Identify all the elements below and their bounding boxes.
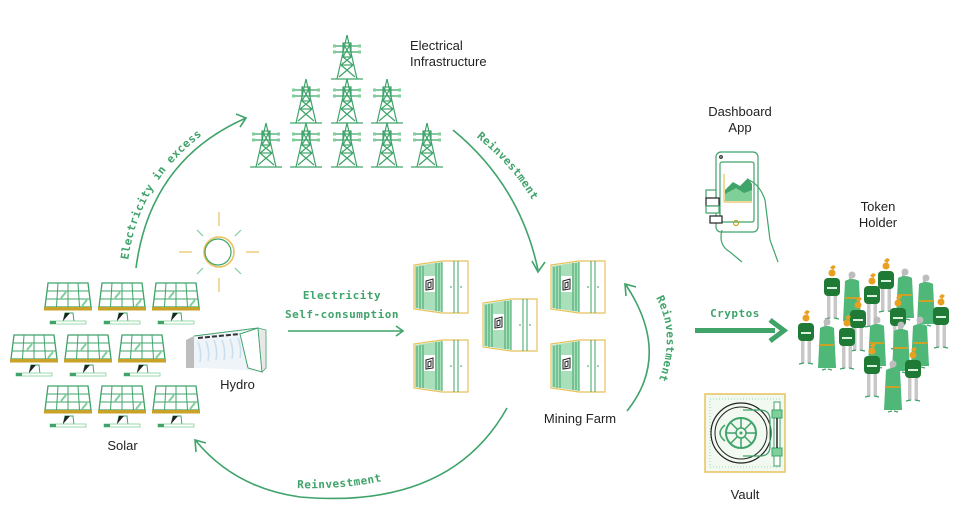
token-holder-group	[797, 257, 950, 413]
label-mining-farm: Mining Farm	[543, 411, 617, 426]
flow-label-reinvestment-right: Reinvestment	[653, 293, 676, 383]
flow-label-electricity-in-excess: Electricity in excess	[118, 127, 204, 260]
person-icon	[932, 293, 950, 349]
label-electrical-infrastructure: Electrical Infrastructure	[410, 38, 487, 70]
person-icon	[817, 317, 837, 371]
label-token-holder: Token Holder	[828, 199, 928, 231]
power-tower-icon	[330, 78, 364, 124]
power-tower-icon	[370, 122, 404, 168]
mining-farm-group	[413, 260, 606, 393]
label-line: Dashboard	[708, 104, 772, 119]
solar-panel-icon	[43, 282, 93, 325]
label-vault: Vault	[730, 487, 760, 502]
power-tower-icon	[249, 122, 283, 168]
container-icon	[550, 260, 606, 314]
sun-icon	[179, 212, 259, 292]
power-tower-icon	[289, 122, 323, 168]
container-icon	[482, 298, 538, 352]
label-hydro: Hydro	[220, 377, 255, 392]
label-line: Holder	[858, 215, 898, 230]
hydro-dam-icon	[186, 327, 267, 373]
arrow-electricity-in-excess	[135, 113, 248, 269]
solar-panel-icon	[9, 334, 59, 377]
phone-in-hand-icon	[705, 151, 779, 263]
power-tower-icon	[370, 78, 404, 124]
solar-panel-icon	[151, 282, 201, 325]
solar-panel-icon	[97, 385, 147, 428]
solar-panel-group	[9, 282, 201, 428]
power-tower-icon	[410, 122, 444, 168]
solar-panel-icon	[117, 334, 167, 377]
label-line: Infrastructure	[410, 54, 487, 69]
flow-label-cryptos: Cryptos	[710, 307, 760, 320]
power-tower-icon	[330, 34, 364, 80]
solar-panel-icon	[63, 334, 113, 377]
solar-panel-icon	[97, 282, 147, 325]
arrow-self-consumption	[288, 325, 405, 337]
label-line: Electrical	[410, 38, 463, 53]
arrow-reinvestment-top	[452, 129, 546, 274]
person-icon	[823, 264, 841, 320]
arrow-reinvestment-right	[624, 282, 650, 412]
person-icon	[797, 309, 815, 365]
person-icon	[877, 257, 895, 313]
container-icon	[550, 339, 606, 393]
arrow-cryptos	[695, 318, 789, 343]
label-line: App	[728, 120, 752, 135]
flow-label-reinvestment-bottom: Reinvestment	[297, 471, 383, 491]
label-solar: Solar	[107, 438, 138, 453]
container-icon	[413, 339, 469, 393]
label-line: Self-consumption	[285, 308, 399, 321]
label-line: Token	[860, 199, 896, 214]
label-dashboard-app: Dashboard App	[690, 104, 790, 136]
power-tower-icon	[289, 78, 323, 124]
container-icon	[413, 260, 469, 314]
solar-panel-icon	[151, 385, 201, 428]
power-tower-icon	[330, 122, 364, 168]
solar-panel-icon	[43, 385, 93, 428]
flow-label-self-consumption: Electricity Self-consumption	[262, 286, 422, 324]
arrow-reinvestment-bottom	[194, 407, 508, 500]
vault-icon	[704, 393, 786, 473]
label-line: Electricity	[302, 289, 382, 302]
